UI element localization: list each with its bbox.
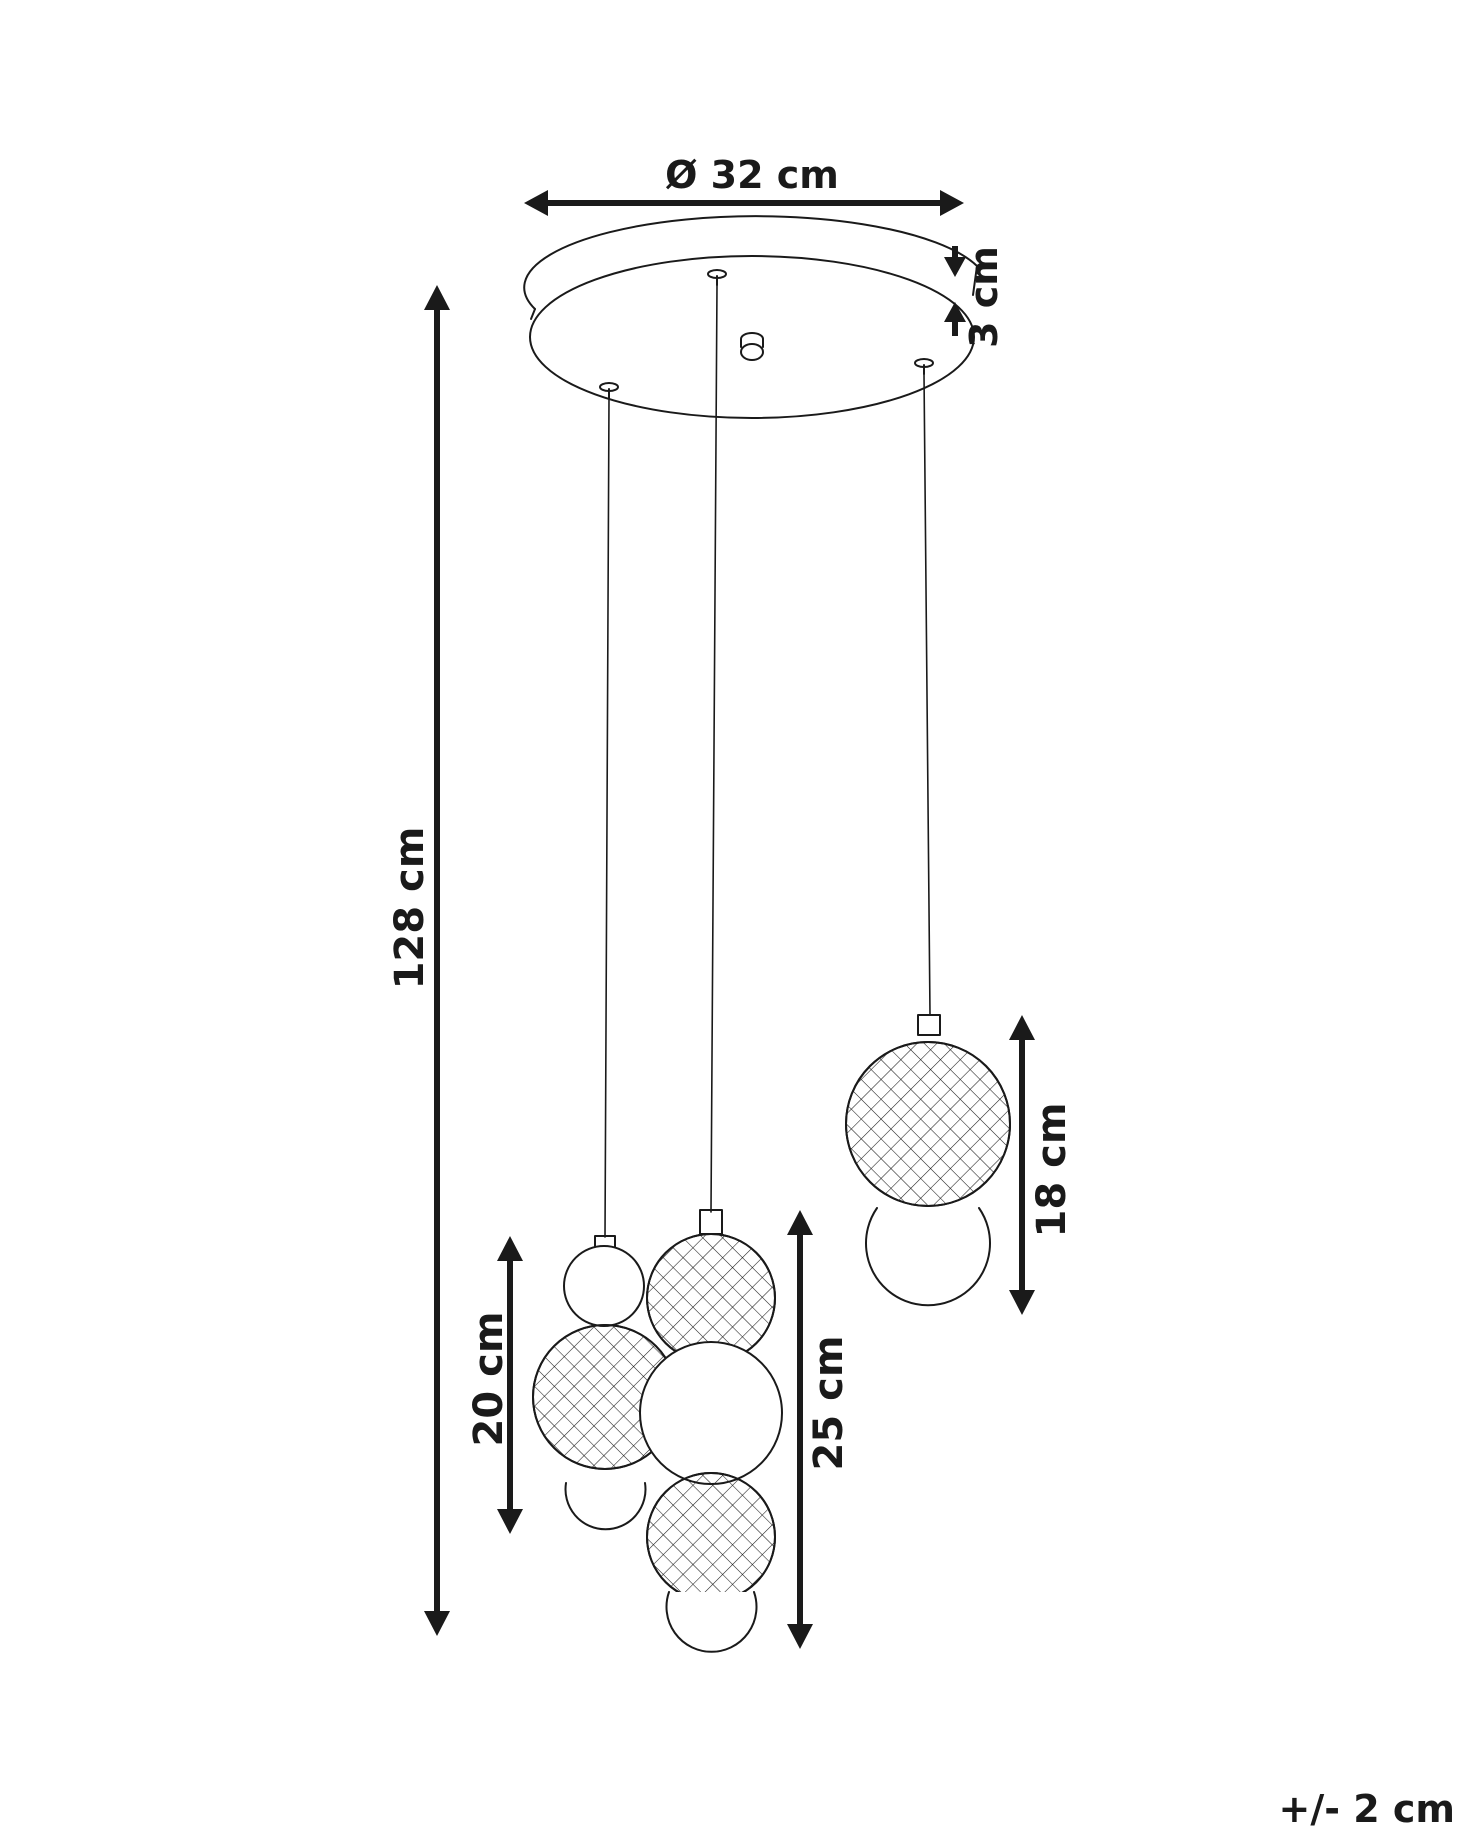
cable-left [604,397,610,1238]
cable-middle [710,284,718,1213]
diameter-label: Ø 32 cm [665,153,839,197]
diameter-dimension-arrow [524,190,964,216]
canopy-center-screw [740,343,764,361]
total-height-label: 128 cm [387,827,433,990]
canopy-height-label: 3 cm [962,246,1006,348]
ceiling-canopy [523,215,978,419]
middle-pendant-height-dimension-arrow [787,1210,813,1649]
cable-right [923,373,931,1016]
left-pendant-height-dimension-arrow [497,1236,523,1534]
right-pendant-height-label: 18 cm [1029,1103,1075,1238]
cable-mount-middle [707,269,727,286]
canopy-height-dimension-arrow [944,246,966,336]
pendant-middle [639,1209,783,1653]
cable-mount-right [914,358,934,375]
total-height-dimension-arrow [424,285,450,1636]
tolerance-label: +/- 2 cm [1278,1787,1455,1826]
left-pendant-height-label: 20 cm [466,1312,512,1447]
middle-pendant-height-label: 25 cm [806,1336,852,1471]
pendant-left [532,1235,678,1531]
cable-mount-left [599,382,619,399]
right-pendant-height-dimension-arrow [1009,1015,1035,1315]
pendant-right [845,1014,1011,1307]
